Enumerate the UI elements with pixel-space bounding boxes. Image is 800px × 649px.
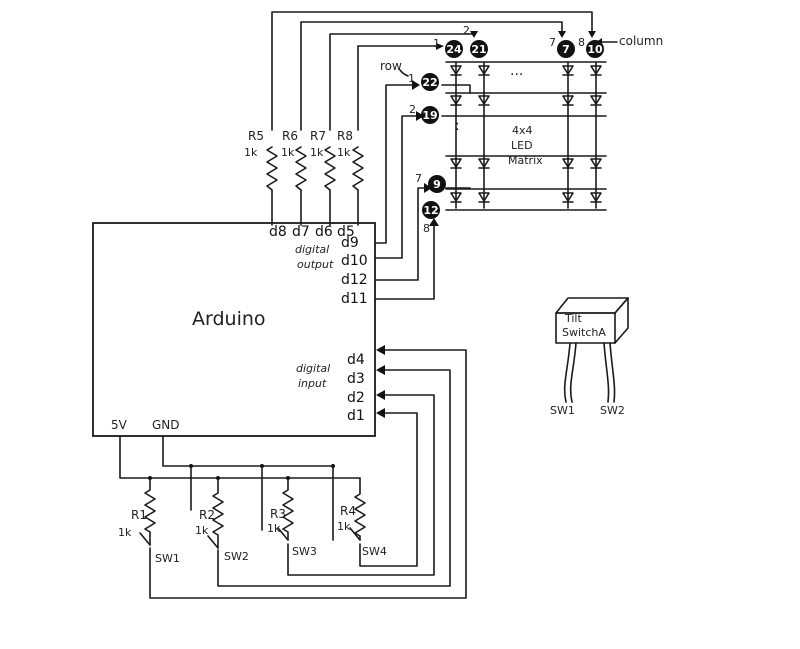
led-r3-c3: [562, 158, 574, 169]
row-pin-num-2: 2: [409, 103, 416, 116]
matrix-vdots: :: [455, 118, 460, 134]
led-r4-c4: [590, 192, 602, 203]
led-r3-c1: [450, 158, 462, 169]
r8-name: R8: [337, 129, 353, 143]
digital-output-label-1: digital: [295, 243, 329, 256]
pin-d7: d7: [292, 224, 310, 240]
pin-d8: d8: [269, 224, 287, 240]
sw3-label: SW3: [292, 545, 317, 558]
pin-d3: d3: [347, 371, 365, 387]
r8-value: 1k: [337, 146, 351, 159]
r2-value: 1k: [195, 524, 209, 537]
led-r1-c2: [478, 65, 490, 76]
led-r1-c4: [590, 65, 602, 76]
pin-d5: d5: [337, 224, 355, 240]
arduino-label: Arduino: [192, 308, 266, 330]
r7-name: R7: [310, 129, 326, 143]
row-pin-num-1: 1: [408, 72, 415, 85]
col-pin-num-2: 2: [463, 24, 470, 37]
r3-name: R3: [270, 507, 286, 521]
pin-d12: d12: [341, 272, 368, 288]
led-r1-c1: [450, 65, 462, 76]
r5-value: 1k: [244, 146, 258, 159]
led-r4-c2: [478, 192, 490, 203]
pin-d4: d4: [347, 352, 365, 368]
sw2-label: SW2: [224, 550, 249, 563]
col-badge-4: 10: [587, 43, 603, 56]
row-badge-3: 9: [433, 178, 441, 191]
pin-d1: d1: [347, 408, 365, 424]
col-badge-3: 7: [562, 43, 570, 56]
pin-d10: d10: [341, 253, 368, 269]
tilt-label-2: SwitchA: [562, 326, 606, 339]
r1-value: 1k: [118, 526, 132, 539]
row-badge-circle-2: [421, 106, 439, 124]
matrix-hdots: ...: [510, 63, 523, 79]
tilt-leg-2: SW2: [600, 404, 625, 417]
r3-value: 1k: [267, 522, 281, 535]
row-badge-circle-4: [422, 201, 440, 219]
r7-value: 1k: [310, 146, 324, 159]
pin-d2: d2: [347, 390, 365, 406]
pin-d9: d9: [341, 235, 359, 251]
pin-d11: d11: [341, 291, 368, 307]
digital-output-label-2: output: [297, 258, 334, 271]
col-pin-num-3: 7: [549, 36, 556, 49]
led-matrix: [441, 61, 607, 211]
r4-value: 1k: [337, 520, 351, 533]
row-pin-num-4: 8: [423, 222, 430, 235]
led-r3-c2: [478, 158, 490, 169]
tilt-switch: [555, 297, 629, 403]
row-badge-2: 19: [422, 109, 437, 122]
digital-input-label-1: digital: [296, 362, 330, 375]
row-pin-num-3: 7: [415, 172, 422, 185]
col-badge-circle-1: [445, 40, 463, 58]
r5-name: R5: [248, 129, 264, 143]
matrix-label-1: 4x4: [512, 124, 533, 137]
column-label: column: [619, 34, 663, 48]
col-badge-2: 21: [471, 43, 486, 56]
col-badge-circle-4: [586, 40, 604, 58]
row-badge-4: 12: [423, 204, 438, 217]
row-badge-circle-1: [421, 73, 439, 91]
r6-value: 1k: [281, 146, 295, 159]
led-r2-c1: [450, 95, 462, 106]
led-r4-c1: [450, 192, 462, 203]
col-badge-circle-3: [557, 40, 575, 58]
row-label: row: [380, 59, 402, 73]
row-badge-1: 22: [422, 76, 437, 89]
matrix-label-3: Matrix: [508, 154, 543, 167]
pin-gnd: GND: [152, 418, 180, 432]
row-wires: [374, 80, 439, 300]
sw4-label: SW4: [362, 545, 387, 558]
sw1-label: SW1: [155, 552, 180, 565]
led-r1-c3: [562, 65, 574, 76]
led-r4-c3: [562, 192, 574, 203]
r2-name: R2: [199, 508, 215, 522]
pin-d6: d6: [315, 224, 333, 240]
col-pin-num-4: 8: [578, 36, 585, 49]
led-r2-c3: [562, 95, 574, 106]
led-r2-c4: [590, 95, 602, 106]
led-diodes: [450, 65, 602, 203]
led-r3-c4: [590, 158, 602, 169]
column-wires: [266, 11, 593, 226]
switch-wiring: [119, 345, 467, 599]
tilt-leg-1: SW1: [550, 404, 575, 417]
col-badge-circle-2: [470, 40, 488, 58]
digital-input-label-2: input: [298, 377, 327, 390]
col-badge-1: 24: [446, 43, 462, 56]
r1-name: R1: [131, 508, 147, 522]
pin-5v: 5V: [111, 418, 128, 432]
r6-name: R6: [282, 129, 298, 143]
r4-name: R4: [340, 504, 356, 518]
arduino-board: [92, 222, 376, 437]
row-badge-circle-3: [428, 175, 446, 193]
led-r2-c2: [478, 95, 490, 106]
tilt-label-1: Tilt: [564, 312, 582, 325]
col-pin-num-1: 1: [433, 37, 440, 50]
matrix-label-2: LED: [511, 139, 533, 152]
